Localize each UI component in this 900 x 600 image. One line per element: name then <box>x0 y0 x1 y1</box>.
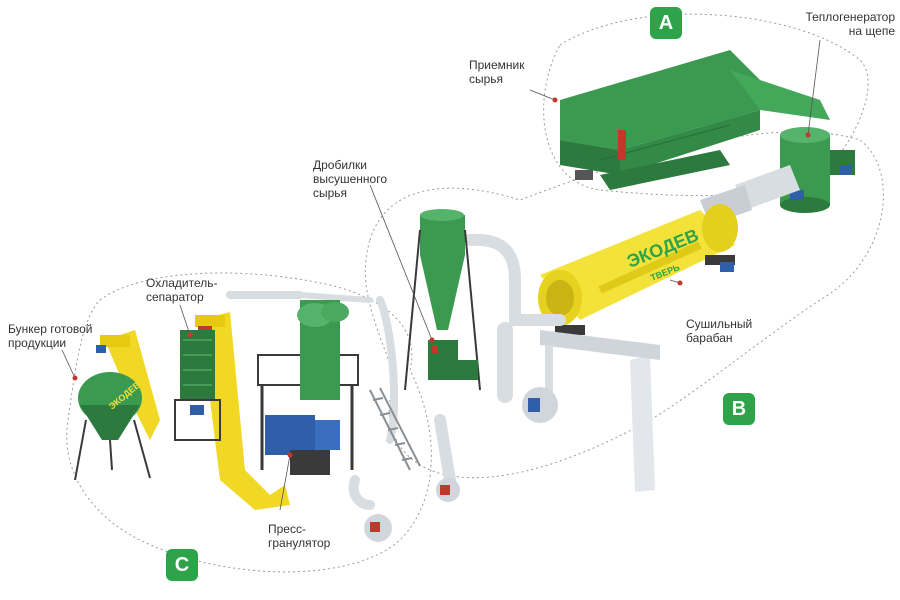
stairs <box>369 387 421 471</box>
label-heat-generator: Теплогенератор на щепе <box>805 10 895 38</box>
dryer-drum <box>538 204 738 326</box>
cooler-separator <box>174 330 221 441</box>
leader-lines <box>61 39 821 511</box>
zone-b-badge: B <box>723 393 755 425</box>
exhaust-stack <box>540 330 660 492</box>
label-product-bunker: Бункер готовой продукции <box>8 322 93 350</box>
zone-c-outline <box>66 272 432 573</box>
zone-c-badge: C <box>166 549 198 581</box>
label-raw-receiver: Приемник сырья <box>469 58 525 86</box>
raw-receiver-machine <box>560 50 830 190</box>
crusher-cyclone <box>404 209 481 391</box>
fan-units <box>364 387 558 542</box>
drum-supports <box>555 255 735 335</box>
ducting <box>226 233 566 510</box>
press-tower <box>257 300 359 475</box>
zone-a-badge: A <box>650 7 682 39</box>
bucket-elevator-main <box>195 312 290 510</box>
product-bunker <box>74 372 151 481</box>
heat-generator-machine <box>780 127 855 213</box>
label-dryer-drum: Сушильный барабан <box>686 317 753 345</box>
hot-gas-duct <box>735 165 800 210</box>
label-crushers: Дробилки высушенного сырья <box>313 158 388 200</box>
label-cooler-separator: Охладитель- сепаратор <box>146 276 218 304</box>
label-pellet-press: Пресс- гранулятор <box>268 522 331 550</box>
